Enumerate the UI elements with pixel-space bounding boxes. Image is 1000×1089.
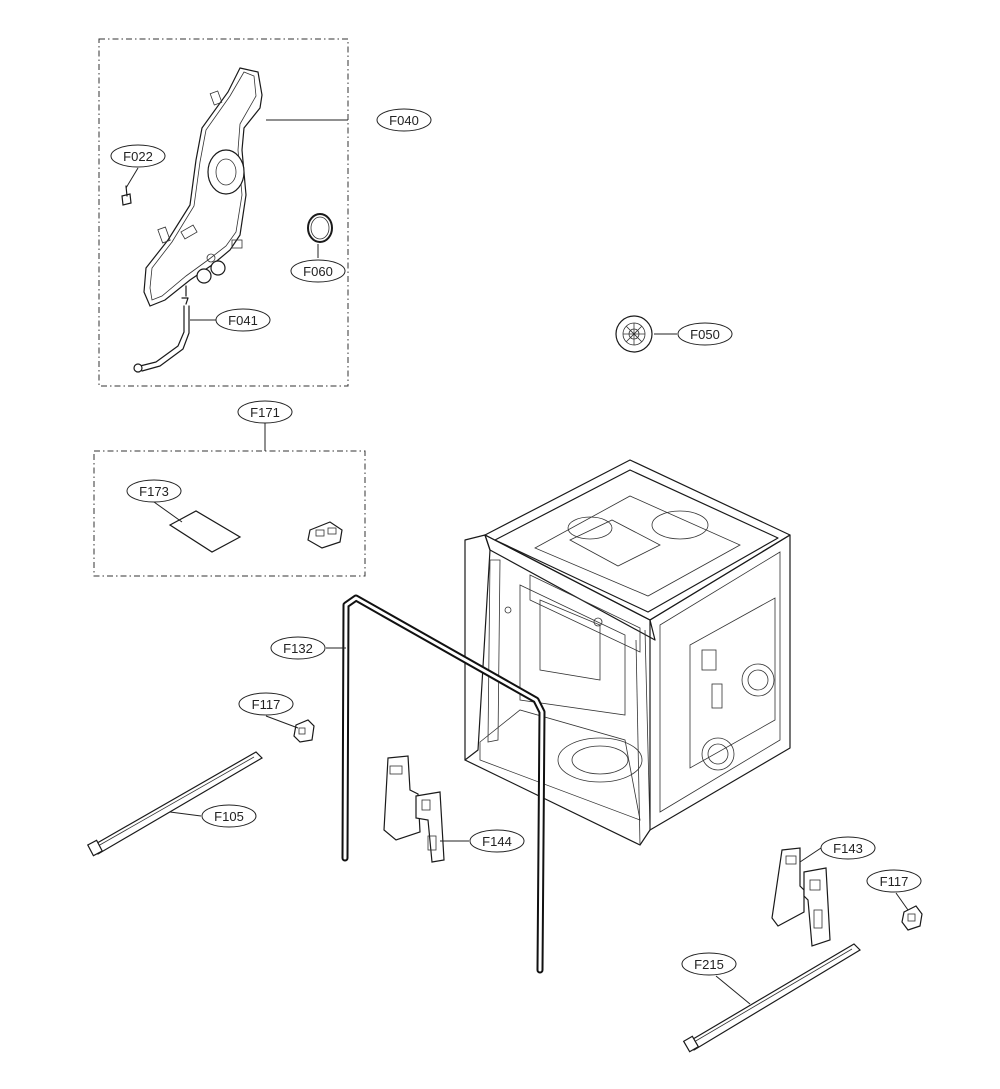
callout-f132: F132 <box>270 636 326 660</box>
manual-sheet-part[interactable] <box>168 510 242 553</box>
callout-f215: F215 <box>681 952 737 976</box>
group-box-f040 <box>98 38 349 387</box>
svg-text:F022: F022 <box>123 149 153 164</box>
callout-f143: F143 <box>820 836 876 860</box>
svg-text:F117: F117 <box>880 874 909 889</box>
o-ring-part[interactable] <box>307 213 333 243</box>
callout-f040: F040 <box>376 108 432 132</box>
svg-text:F171: F171 <box>250 405 280 420</box>
callout-f105: F105 <box>201 804 257 828</box>
callout-f060: F060 <box>290 259 346 283</box>
door-gasket-part[interactable] <box>341 594 546 974</box>
hinge-bracket-left-part[interactable] <box>383 755 445 863</box>
small-clip-part[interactable] <box>307 521 343 549</box>
side-rail-left-part[interactable] <box>86 751 263 857</box>
callout-f041: F041 <box>215 308 271 332</box>
drain-hose-part[interactable] <box>133 305 190 373</box>
group-box-f171 <box>93 450 366 577</box>
svg-text:F132: F132 <box>283 641 313 656</box>
hinge-clip-left-part[interactable] <box>293 719 315 743</box>
screw-part[interactable] <box>121 185 132 206</box>
svg-text:F040: F040 <box>389 113 419 128</box>
callout-f022: F022 <box>110 144 166 168</box>
filter-disc-part[interactable] <box>615 315 653 353</box>
sump-cover-part[interactable] <box>143 67 263 307</box>
svg-text:F041: F041 <box>228 313 258 328</box>
svg-text:F050: F050 <box>690 327 720 342</box>
callout-f117-left: F117 <box>238 692 294 716</box>
svg-text:F173: F173 <box>139 484 169 499</box>
svg-text:F105: F105 <box>214 809 244 824</box>
svg-text:F143: F143 <box>833 841 863 856</box>
callout-f171: F171 <box>237 400 293 424</box>
hinge-bracket-right-part[interactable] <box>771 847 831 947</box>
svg-text:F215: F215 <box>694 957 724 972</box>
tub-assembly <box>464 459 791 846</box>
callout-f173: F173 <box>126 479 182 503</box>
svg-text:F144: F144 <box>482 834 512 849</box>
svg-text:F117: F117 <box>252 697 281 712</box>
svg-text:F060: F060 <box>303 264 333 279</box>
callout-f050: F050 <box>677 322 733 346</box>
side-rail-right-part[interactable] <box>682 943 861 1053</box>
hinge-clip-right-part[interactable] <box>901 905 923 931</box>
callout-f117-right: F117 <box>866 869 922 893</box>
callout-f144: F144 <box>469 829 525 853</box>
